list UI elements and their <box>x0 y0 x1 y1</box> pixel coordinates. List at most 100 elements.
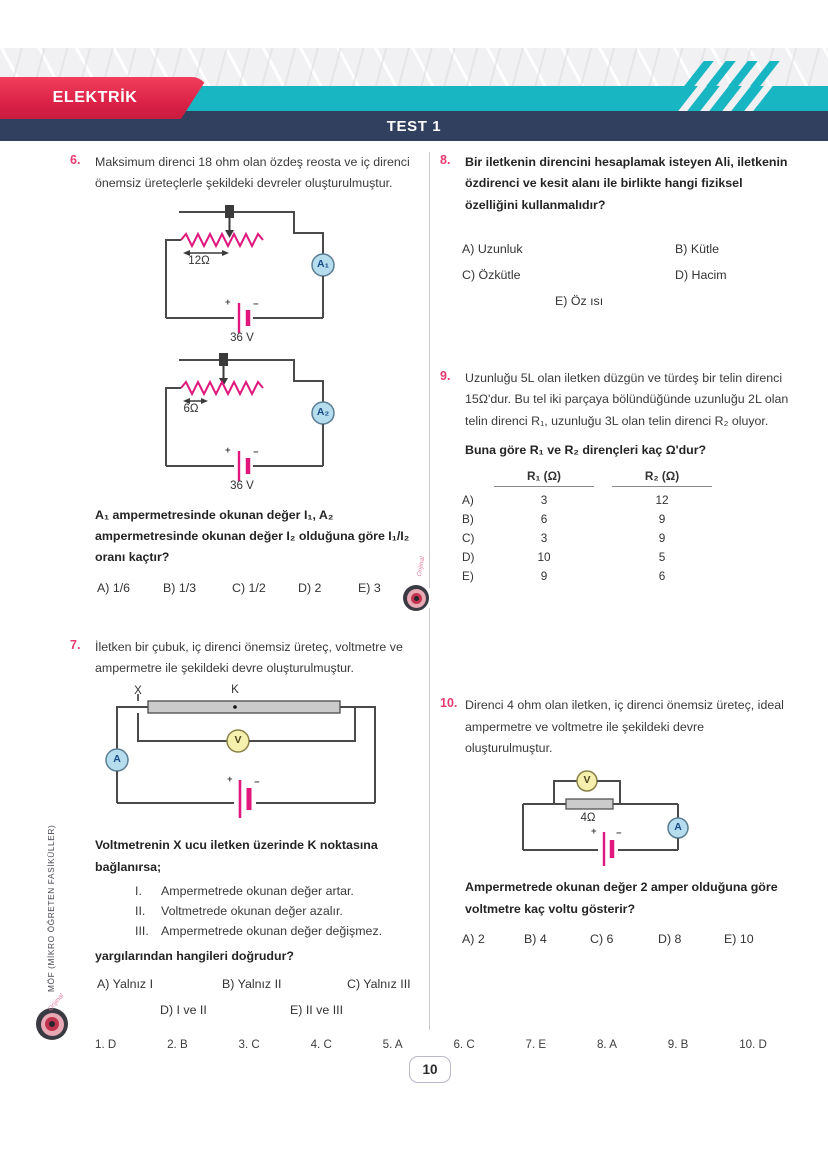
question-closing: Ampermetrede okunan değer 2 amper olduğu… <box>465 880 778 916</box>
option-b: B) Kütle <box>675 241 720 256</box>
sidebar-vertical-text: MÖF (MİKRO ÖĞRETEN FASİKÜLLER) <box>46 824 56 992</box>
circuit-rheostat-2: 6Ω A₂ + − 36 V <box>156 352 416 497</box>
question-number: 7. <box>70 637 81 652</box>
question-closing: Buna göre R₁ ve R₂ dirençleri kaç Ω'dur? <box>465 442 707 457</box>
battery-minus-sign: − <box>254 777 260 789</box>
answer-2: 2. B <box>167 1038 188 1051</box>
option-a: A) 2 <box>462 931 485 946</box>
option-b: B) Yalnız II <box>222 977 282 992</box>
statement-numeral: II. <box>135 903 146 918</box>
battery-minus-sign: − <box>616 828 622 840</box>
answer-6: 6. C <box>453 1038 475 1051</box>
r2-value: 12 <box>655 493 669 508</box>
answer-3: 3. C <box>238 1038 260 1051</box>
statement-2: II. Voltmetrede okunan değer azalır. <box>135 904 418 918</box>
options-row-3: E) Öz ısı <box>555 294 792 308</box>
table-row: C) 3 9 <box>462 531 792 545</box>
rod-x-point-label: X <box>134 685 142 698</box>
statement-numeral: III. <box>135 923 149 938</box>
option-c: C) 1/2 <box>232 580 266 595</box>
options-row: A) 1/6 B) 1/3 C) 1/2 D) 2 E) 3 <box>97 581 418 595</box>
question-6: 6. Maksimum direnci 18 ohm olan özdeş re… <box>70 152 418 595</box>
option-c: C) Özkütle <box>462 267 521 282</box>
option-a: A) 1/6 <box>97 580 131 595</box>
r2-value: 9 <box>658 531 666 546</box>
option-e: E) 10 <box>724 931 754 946</box>
option-b: B) 1/3 <box>163 580 197 595</box>
options-row: A) 2 B) 4 C) 6 D) 8 E) 10 <box>462 932 792 946</box>
page-number-badge: 10 <box>409 1056 451 1083</box>
question-number: 8. <box>440 153 451 167</box>
r2-value: 9 <box>658 512 666 527</box>
statement-text: Voltmetrede okunan değer azalır. <box>161 903 343 918</box>
circuit-diagram-svg <box>522 770 689 867</box>
option-d: D) Hacim <box>675 267 727 282</box>
table-row: E) 9 6 <box>462 569 792 583</box>
circuit-conductor-rod: X K V A + − <box>100 684 390 827</box>
question-closing: A₁ ampermetresinde okunan değer I₁, A₂ a… <box>95 507 410 565</box>
options-row-2: C) Özkütle D) Hacim <box>462 268 792 282</box>
r2-value: 6 <box>658 569 666 584</box>
question-7: 7. İletken bir çubuk, iç direnci önemsiz… <box>70 637 418 1018</box>
resistance-label: 4Ω <box>580 812 596 825</box>
question-number: 6. <box>70 153 81 167</box>
test-title: TEST 1 <box>386 117 442 135</box>
answer-7: 7. E <box>525 1038 547 1051</box>
table-col1-header: R₁ (Ω) <box>494 469 594 488</box>
ammeter-a1-label: A₁ <box>317 257 329 270</box>
statement-1: I. Ampermetrede okunan değer artar. <box>135 884 418 898</box>
voltmeter-label: V <box>583 774 591 787</box>
answer-key: 1. D 2. B 3. C 4. C 5. A 6. C 7. E 8. A … <box>95 1038 767 1051</box>
question-stem: Bir iletkenin direncini hesaplamak istey… <box>465 155 788 212</box>
answer-table-header: R₁ (Ω) R₂ (Ω) <box>462 469 792 488</box>
battery-minus-sign: − <box>253 446 259 458</box>
r1-value: 3 <box>540 531 548 546</box>
subject-title: ELEKTRİK <box>52 89 138 106</box>
option-e: E) II ve III <box>290 1003 344 1018</box>
option-d: D) I ve II <box>160 1003 207 1018</box>
battery-voltage-label: 36 V <box>230 479 254 492</box>
resistance-label: 12Ω <box>188 254 210 267</box>
r2-value: 5 <box>658 550 666 565</box>
option-e: E) 3 <box>358 580 381 595</box>
row-label: D) <box>462 550 475 565</box>
row-label: C) <box>462 531 475 546</box>
brand-script-text: Orijinal <box>46 992 66 1013</box>
row-label: A) <box>462 493 474 508</box>
ammeter-a2-label: A₂ <box>316 405 330 418</box>
r1-value: 9 <box>540 569 548 584</box>
options-row-1: A) Uzunluk B) Kütle <box>462 242 792 256</box>
question-stem: İletken bir çubuk, iç direnci önemsiz ür… <box>95 639 403 675</box>
answer-1: 1. D <box>95 1038 117 1051</box>
circuit-resistor: V 4Ω A + − <box>510 765 700 869</box>
battery-minus-sign: − <box>253 298 259 310</box>
question-stem: Direnci 4 ohm olan iletken, iç direnci ö… <box>465 698 784 755</box>
option-b: B) 4 <box>524 931 547 946</box>
table-row: D) 10 5 <box>462 550 792 564</box>
row-label: B) <box>462 512 474 527</box>
question-number: 10. <box>440 696 458 711</box>
statement-3: III. Ampermetrede okunan değer değişmez. <box>135 924 418 938</box>
circuit-diagram-svg <box>165 204 335 333</box>
question-number: 9. <box>440 368 451 383</box>
r1-value: 10 <box>537 550 551 565</box>
resistance-label: 6Ω <box>183 402 199 415</box>
option-e: E) Öz ısı <box>555 293 604 308</box>
table-col2-header: R₂ (Ω) <box>612 469 712 488</box>
column-divider <box>429 152 430 1030</box>
answer-9: 9. B <box>667 1038 689 1051</box>
circuit-diagram-svg <box>105 694 376 819</box>
voltmeter-label: V <box>234 734 242 747</box>
row-label: E) <box>462 569 474 584</box>
option-d: D) 2 <box>298 580 322 595</box>
statement-text: Ampermetrede okunan değer değişmez. <box>161 923 383 938</box>
option-c: C) 6 <box>590 931 614 946</box>
circuit-rheostat-1: 12Ω A₁ + − 36 V <box>156 204 416 349</box>
answer-8: 8. A <box>596 1038 617 1051</box>
option-c: C) Yalnız III <box>347 977 411 992</box>
battery-voltage-label: 36 V <box>230 331 254 344</box>
left-column: 6. Maksimum direnci 18 ohm olan özdeş re… <box>70 152 418 1017</box>
question-10: 10. Direnci 4 ohm olan iletken, iç diren… <box>440 695 792 946</box>
option-d: D) 8 <box>658 931 682 946</box>
